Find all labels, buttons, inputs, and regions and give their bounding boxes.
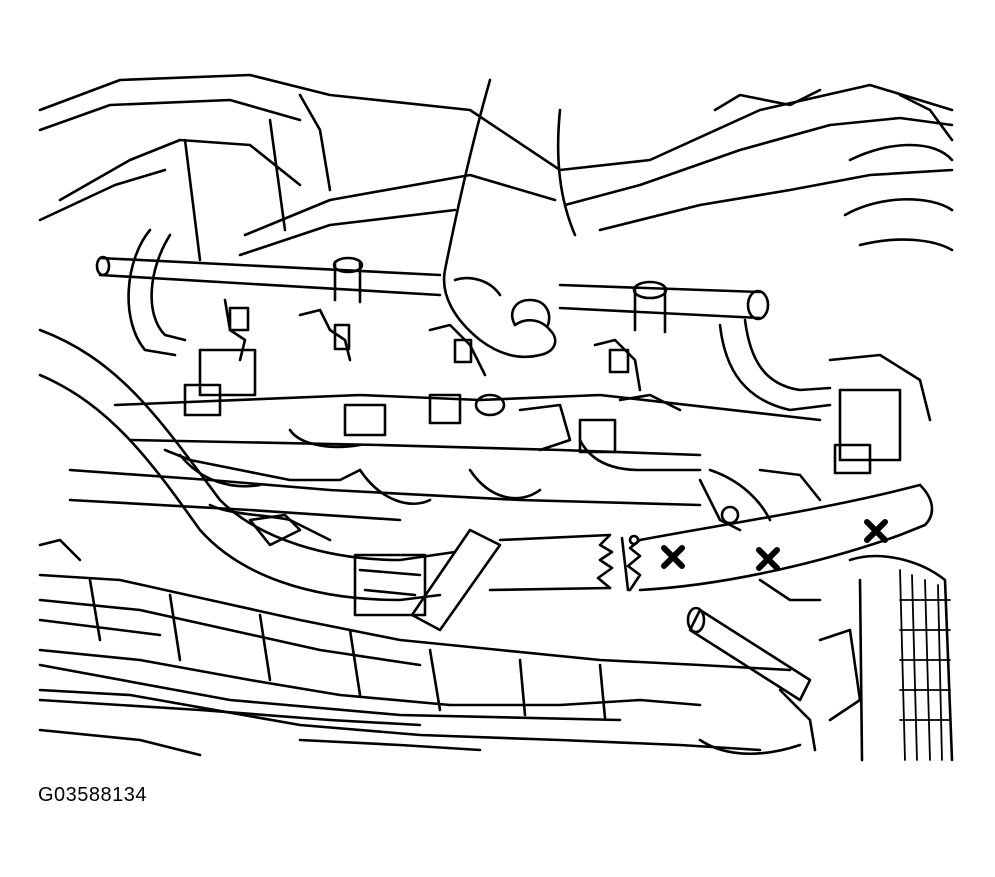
fuel-injector-3 — [428, 323, 487, 377]
fuel-injector-2 — [298, 308, 352, 362]
hose-cut-end — [596, 533, 642, 592]
hose-bracket-tool — [353, 528, 502, 632]
coolant-hose — [38, 328, 934, 602]
intake-plenum-cover — [38, 73, 954, 262]
figure-id-label: G03588134 — [38, 784, 148, 806]
valve-cover — [68, 393, 822, 542]
radiator-housing — [38, 698, 482, 757]
fuel-line-left — [127, 228, 187, 357]
fuel-rail — [95, 255, 770, 334]
technician-hand — [442, 78, 577, 359]
fuel-line-right — [718, 318, 832, 412]
alternator — [818, 554, 954, 762]
engine-details — [38, 393, 822, 755]
connector-left — [183, 348, 257, 417]
lower-pipes — [38, 573, 792, 752]
fuel-injector-4 — [593, 338, 642, 392]
hose-clamp — [620, 534, 640, 592]
connector-right — [578, 353, 932, 475]
cut-mark-3-icon — [864, 519, 888, 543]
throttle-lever — [686, 606, 812, 702]
cut-mark-1-icon — [661, 545, 685, 569]
connector-center — [343, 393, 506, 437]
cut-mark-2-icon — [756, 547, 780, 571]
